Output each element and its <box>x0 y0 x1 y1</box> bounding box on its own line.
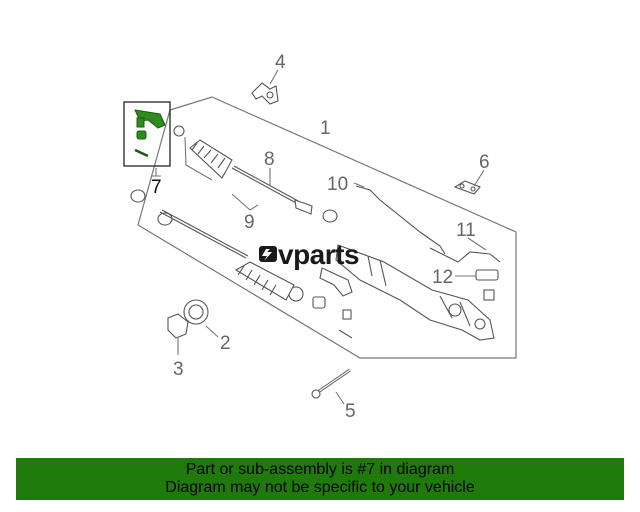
part-10-pressure-tube-icon <box>355 185 446 255</box>
banner-line-2: Diagram may not be specific to your vehi… <box>165 479 475 496</box>
part-9-boot-icon <box>189 139 233 179</box>
callout-8: 8 <box>264 149 275 170</box>
part-6-plate-icon <box>453 180 481 195</box>
callout-5: 5 <box>345 401 356 422</box>
banner-line-1: Part or sub-assembly is #7 in diagram <box>185 461 455 478</box>
lower-tie-rod-icon <box>159 209 295 301</box>
callout-7[interactable]: 7 <box>151 177 162 198</box>
callout-3: 3 <box>173 359 184 380</box>
part-11-return-tube-icon <box>429 247 501 263</box>
callout-4: 4 <box>275 52 286 73</box>
part-8-inner-tie-rod-icon <box>231 165 313 215</box>
vparts-watermark: vparts <box>259 239 360 270</box>
part-2-bushing-icon <box>183 299 209 325</box>
callout-9: 9 <box>244 212 255 233</box>
part-4-bracket-icon <box>251 82 279 105</box>
callout-12: 12 <box>432 267 453 288</box>
part-12-fitting-icon <box>455 269 499 281</box>
rack-housing-icon <box>335 244 495 341</box>
outer-tie-rod-end-icon <box>312 267 353 339</box>
part-3-clamp-icon <box>167 313 189 339</box>
svg-text:vparts: vparts <box>278 239 359 270</box>
callout-1: 1 <box>320 118 331 139</box>
callout-6: 6 <box>479 152 490 173</box>
part-5-bolt-icon <box>311 368 351 399</box>
callout-10: 10 <box>327 174 348 195</box>
assembly-outline <box>137 96 517 359</box>
callout-11: 11 <box>456 220 476 241</box>
part-7-box[interactable] <box>123 101 171 167</box>
callout-2: 2 <box>220 333 231 354</box>
info-banner: Part or sub-assembly is #7 in diagram Di… <box>16 458 624 500</box>
part-7-tie-rod-end-icon[interactable] <box>134 109 166 158</box>
